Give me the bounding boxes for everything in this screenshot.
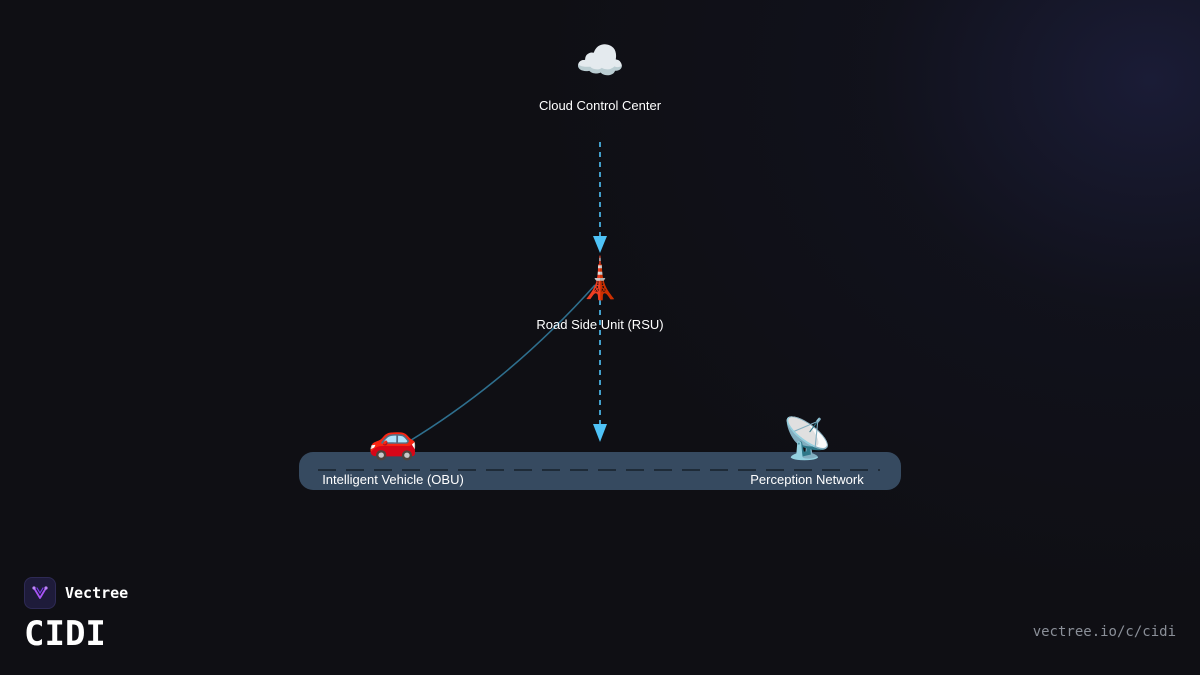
node-label: Intelligent Vehicle (OBU) [322, 472, 464, 487]
arrow-cloud-to-rsu [593, 236, 607, 253]
source-url-link[interactable]: vectree.io/c/cidi [1032, 624, 1176, 640]
car-icon: 🚗 [368, 416, 418, 462]
arrow-rsu-to-road [593, 424, 607, 442]
brand-name: Vectree [65, 584, 129, 602]
node-label: Road Side Unit (RSU) [536, 317, 664, 332]
node-intelligent-vehicle[interactable]: 🚗 Intelligent Vehicle (OBU) [293, 416, 493, 487]
tower-icon: 🗼 [575, 256, 625, 302]
node-label: Cloud Control Center [538, 98, 662, 113]
node-road-side-unit[interactable]: 🗼 Road Side Unit (RSU) [500, 256, 700, 332]
logo-mark [32, 586, 48, 599]
satellite-dish-icon: 📡 [782, 416, 832, 462]
node-cloud-control-center[interactable]: ☁️ Cloud Control Center [500, 38, 700, 113]
page-title: CIDI [24, 614, 106, 654]
cloud-icon: ☁️ [575, 38, 625, 84]
node-label: Perception Network [750, 472, 864, 487]
brand-block: Vectree CIDI [24, 577, 128, 653]
link-vehicle-to-rsu [407, 284, 596, 443]
vectree-logo-icon [24, 577, 56, 609]
node-perception-network[interactable]: 📡 Perception Network [707, 416, 907, 487]
